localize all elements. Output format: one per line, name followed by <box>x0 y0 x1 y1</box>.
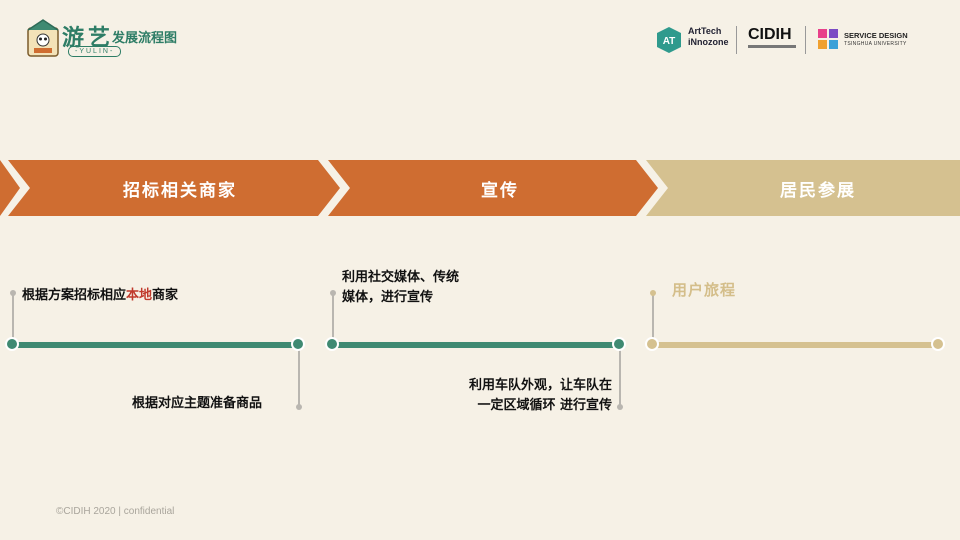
cidih-logo-subline <box>748 45 796 48</box>
stage-chevron-3 <box>646 160 960 216</box>
timeline-stem <box>332 293 334 338</box>
stage-label-2: 宣传 <box>481 181 519 201</box>
timeline-dot <box>617 404 623 410</box>
arttech-line1: ArtTech <box>688 26 722 36</box>
timeline-node <box>5 337 19 351</box>
stage-banner <box>0 160 960 216</box>
service-design-sub: TSINGHUA UNIVERSITY <box>844 41 907 47</box>
timeline-node <box>325 337 339 351</box>
note-text: 商家 <box>152 288 179 303</box>
note-recruit-local-merchants: 根据方案招标相应本地商家 <box>22 286 178 306</box>
note-prepare-goods: 根据对应主题准备商品 <box>132 396 263 411</box>
service-design-name: SERVICE DESIGN <box>844 31 908 40</box>
note-highlight: 本地 <box>126 288 153 303</box>
note-line: 媒体，进行宣传 <box>342 290 434 305</box>
timeline-stem <box>12 293 14 338</box>
timeline-track-3 <box>652 342 939 348</box>
stage-label-1: 招标相关商家 <box>123 181 237 201</box>
note-social-media: 利用社交媒体、传统 媒体，进行宣传 <box>342 268 459 308</box>
timeline-stem <box>652 293 654 338</box>
note-user-journey: 用户旅程 <box>672 281 737 299</box>
timeline-stem <box>298 350 300 406</box>
timeline-node <box>931 337 945 351</box>
timeline-track-2 <box>332 342 619 348</box>
logo-divider <box>805 26 806 54</box>
timeline-dot <box>650 290 656 296</box>
note-line: 利用社交媒体、传统 <box>342 270 460 285</box>
timeline-dot <box>330 290 336 296</box>
page-title: 发展流程图 <box>112 31 178 46</box>
timeline-dot <box>296 404 302 410</box>
logo-subtitle: -YULIN- <box>68 46 122 57</box>
timeline-track-1 <box>12 342 299 348</box>
logo-divider <box>736 26 737 54</box>
stage-label-3: 居民参展 <box>780 181 856 201</box>
timeline-dot <box>10 290 16 296</box>
note-line: 利用车队外观，让车队在 <box>468 378 612 393</box>
svg-text:AT: AT <box>663 36 676 47</box>
timeline-stem <box>619 350 621 406</box>
stage-chevron-2 <box>328 160 658 216</box>
arttech-logo-text: ArtTech iNnozone <box>688 26 729 48</box>
timeline-node <box>612 337 626 351</box>
footer-copyright: ©CIDIH 2020 | confidential <box>56 506 175 517</box>
cidih-logo: CIDIH <box>748 26 792 43</box>
stage-chevron-1 <box>8 160 340 216</box>
timeline-node <box>645 337 659 351</box>
service-design-logo-icon <box>818 29 838 49</box>
note-line: 一定区域循环 进行宣传 <box>477 398 612 413</box>
arttech-line2: iNnozone <box>688 37 729 47</box>
stage-chevron-partial <box>0 160 20 216</box>
note-vehicle-fleet: 利用车队外观，让车队在 一定区域循环 进行宣传 <box>436 376 612 416</box>
arttech-logo-icon: AT <box>657 27 681 53</box>
timeline-node <box>291 337 305 351</box>
yulin-logo-icon <box>27 19 59 57</box>
note-text: 根据方案招标相应 <box>22 288 127 303</box>
